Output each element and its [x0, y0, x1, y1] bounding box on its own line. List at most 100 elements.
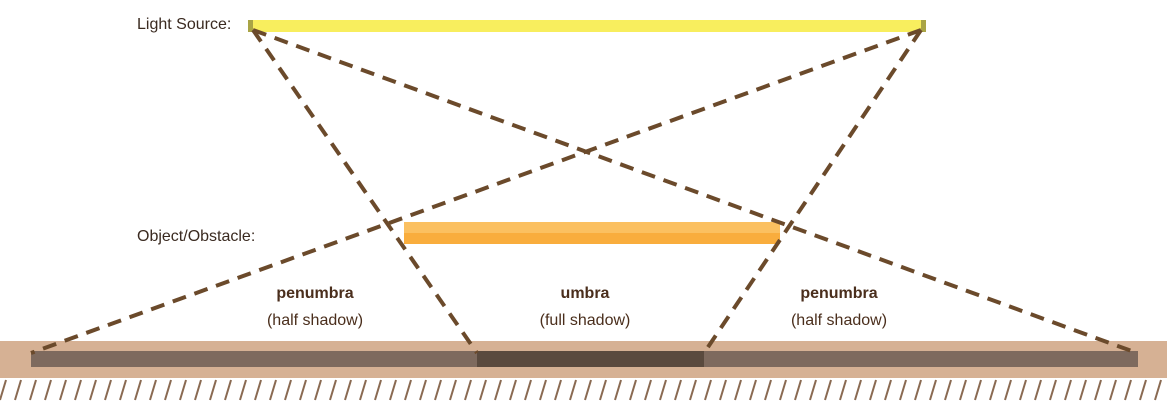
hatch-line: [209, 379, 217, 401]
hatch-line: [1034, 379, 1042, 401]
hatch-line: [239, 379, 247, 401]
hatch-line: [1064, 379, 1072, 401]
light-source-bar: [248, 20, 926, 32]
hatch-line: [374, 379, 382, 401]
hatch-line: [44, 379, 52, 401]
hatch-line: [674, 379, 682, 401]
zone-name: penumbra: [800, 285, 878, 302]
hatch-line: [944, 379, 952, 401]
hatch-line: [899, 379, 907, 401]
hatch-line: [884, 379, 892, 401]
hatch-line: [989, 379, 997, 401]
hatch-line: [149, 379, 157, 401]
hatch-line: [974, 379, 982, 401]
hatch-line: [14, 379, 22, 401]
hatch-line: [629, 379, 637, 401]
hatch-line: [314, 379, 322, 401]
hatch-line: [584, 379, 592, 401]
hatch-line: [359, 379, 367, 401]
hatch-line: [464, 379, 472, 401]
hatch-line: [494, 379, 502, 401]
object-bar-top: [404, 222, 780, 233]
penumbra-left-shadow: [31, 351, 477, 367]
hatch-line: [929, 379, 937, 401]
light-source-left-cap: [248, 20, 253, 32]
hatch-line: [719, 379, 727, 401]
hatch-line: [749, 379, 757, 401]
umbra-shadow: [477, 351, 704, 367]
hatch-line: [689, 379, 697, 401]
hatch-line: [809, 379, 817, 401]
zone-label-penumbra-left: penumbra (half shadow): [195, 280, 435, 334]
zone-description: (full shadow): [539, 312, 631, 329]
hatch-line: [119, 379, 127, 401]
hatch-line: [614, 379, 622, 401]
hatch-line: [1019, 379, 1027, 401]
hatch-line: [539, 379, 547, 401]
hatch-line: [839, 379, 847, 401]
ray-left-to-umbra: [251, 28, 479, 355]
hatch-line: [914, 379, 922, 401]
hatch-line: [1154, 379, 1162, 401]
ground-hatching: [0, 379, 1162, 401]
ray-right-to-left-penumbra: [30, 28, 922, 355]
hatch-line: [29, 379, 37, 401]
ray-left-to-right-penumbra: [252, 28, 1138, 355]
hatch-line: [704, 379, 712, 401]
ray-right-to-umbra: [702, 28, 923, 355]
hatch-line: [89, 379, 97, 401]
zone-name: umbra: [560, 285, 610, 302]
hatch-line: [449, 379, 457, 401]
hatch-line: [1049, 379, 1057, 401]
hatch-line: [254, 379, 262, 401]
hatch-line: [644, 379, 652, 401]
hatch-line: [1079, 379, 1087, 401]
hatch-line: [764, 379, 772, 401]
object-bar-bottom: [404, 233, 780, 244]
hatch-line: [269, 379, 277, 401]
hatch-line: [1124, 379, 1132, 401]
light-source-right-cap: [921, 20, 926, 32]
hatch-line: [59, 379, 67, 401]
hatch-line: [569, 379, 577, 401]
hatch-line: [509, 379, 517, 401]
hatch-line: [1139, 379, 1147, 401]
hatch-line: [104, 379, 112, 401]
light-source-label: Light Source:: [137, 16, 232, 33]
hatch-line: [599, 379, 607, 401]
hatch-line: [299, 379, 307, 401]
object-label: Object/Obstacle:: [137, 228, 256, 245]
hatch-line: [854, 379, 862, 401]
hatch-line: [869, 379, 877, 401]
hatch-line: [524, 379, 532, 401]
hatch-line: [794, 379, 802, 401]
hatch-line: [284, 379, 292, 401]
zone-label-umbra: umbra (full shadow): [465, 280, 705, 334]
hatch-line: [959, 379, 967, 401]
hatch-line: [389, 379, 397, 401]
hatch-line: [824, 379, 832, 401]
hatch-line: [74, 379, 82, 401]
hatch-line: [1094, 379, 1102, 401]
zone-description: (half shadow): [790, 312, 888, 329]
hatch-line: [419, 379, 427, 401]
zone-description: (half shadow): [266, 312, 364, 329]
hatch-line: [734, 379, 742, 401]
hatch-line: [554, 379, 562, 401]
hatch-line: [779, 379, 787, 401]
hatch-line: [179, 379, 187, 401]
hatch-line: [404, 379, 412, 401]
hatch-line: [479, 379, 487, 401]
zone-name: penumbra: [276, 285, 354, 302]
hatch-line: [1109, 379, 1117, 401]
hatch-line: [194, 379, 202, 401]
hatch-line: [1004, 379, 1012, 401]
hatch-line: [329, 379, 337, 401]
hatch-line: [224, 379, 232, 401]
hatch-line: [164, 379, 172, 401]
hatch-line: [134, 379, 142, 401]
penumbra-right-shadow: [704, 351, 1138, 367]
hatch-line: [0, 379, 7, 401]
